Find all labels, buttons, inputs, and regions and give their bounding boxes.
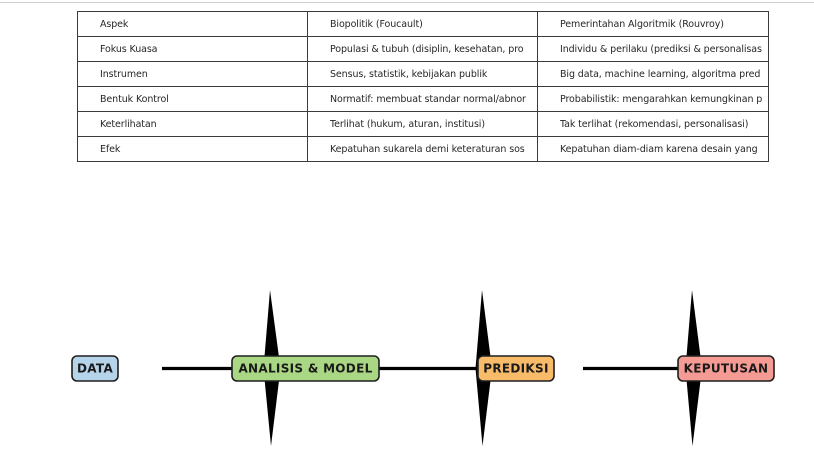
table-cell: Normatif: membuat standar normal/abnor: [307, 86, 538, 112]
flow-node-prediksi-box: [477, 355, 555, 382]
table-cell: Big data, machine learning, algoritma pr…: [537, 61, 769, 87]
table-cell: Probabilistik: mengarahkan kemungkinan p: [537, 86, 769, 112]
flow-node-keputusan-label: KEPUTUSAN: [684, 362, 769, 376]
flow-node-analisis-model: ANALISIS & MODEL: [231, 355, 380, 382]
table-cell: Efek: [77, 136, 308, 162]
table-header-cell: Pemerintahan Algoritmik (Rouvroy): [537, 11, 769, 37]
table-row: Keterlihatan Terlihat (hukum, aturan, in…: [77, 111, 769, 137]
table-cell: Tak terlihat (rekomendasi, personalisasi…: [537, 111, 769, 137]
table-row: Fokus Kuasa Populasi & tubuh (disiplin, …: [77, 36, 769, 62]
flow-node-keputusan: KEPUTUSAN: [677, 355, 775, 382]
comparison-table: Aspek Biopolitik (Foucault) Pemerintahan…: [77, 11, 769, 162]
flow-node-data-label: DATA: [77, 362, 113, 376]
flow-node-keputusan-box: [677, 355, 775, 382]
table-cell: Fokus Kuasa: [77, 36, 308, 62]
table-cell: Individu & perilaku (prediksi & personal…: [537, 36, 769, 62]
table-cell: Instrumen: [77, 61, 308, 87]
table-cell: Terlihat (hukum, aturan, institusi): [307, 111, 538, 137]
table-row: Bentuk Kontrol Normatif: membuat standar…: [77, 86, 769, 112]
table-cell: Populasi & tubuh (disiplin, kesehatan, p…: [307, 36, 538, 62]
table-row: Efek Kepatuhan sukarela demi keteraturan…: [77, 136, 769, 162]
flow-node-data: DATA: [71, 355, 119, 382]
table-cell: Kepatuhan sukarela demi keteraturan sos: [307, 136, 538, 162]
flow-node-analisis-model-box: [231, 355, 380, 382]
flow-node-data-box: [71, 355, 119, 382]
table-cell: Kepatuhan diam-diam karena desain yang: [537, 136, 769, 162]
flow-node-prediksi-label: PREDIKSI: [483, 362, 548, 376]
flow-node-analisis-model-label: ANALISIS & MODEL: [238, 362, 372, 376]
flow-node-prediksi: PREDIKSI: [477, 355, 555, 382]
